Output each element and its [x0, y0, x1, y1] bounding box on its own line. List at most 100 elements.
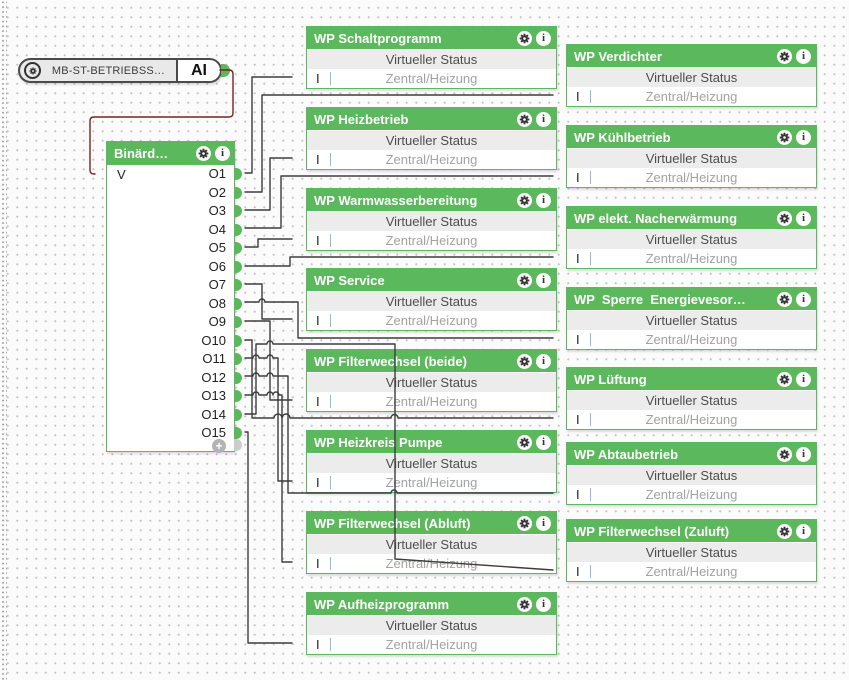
block-header[interactable]: WP Schaltprogramm i [307, 27, 556, 50]
function-block[interactable]: WP Filterwechsel (beide) i Virtueller St… [306, 349, 557, 412]
category-label: Zentral/Heizung [385, 637, 478, 652]
block-header[interactable]: WP Sperre Energievesor… i [567, 288, 816, 311]
info-icon[interactable]: i [536, 515, 551, 531]
output-pin[interactable] [234, 279, 242, 291]
gear-icon[interactable] [517, 353, 532, 369]
output-port-label: O2 [208, 184, 226, 200]
gear-icon[interactable] [777, 446, 792, 462]
function-block[interactable]: WP Verdichter i Virtueller Status I Zent… [566, 44, 817, 107]
gear-icon[interactable] [777, 210, 792, 226]
output-pin[interactable] [234, 186, 242, 199]
output-pin[interactable] [221, 64, 230, 77]
gear-icon[interactable] [517, 111, 532, 127]
gear-icon[interactable] [517, 515, 532, 531]
wire-o5[interactable] [244, 238, 293, 248]
wire-o11[interactable] [244, 354, 293, 482]
function-block[interactable]: WP Filterwechsel (Zuluft) i Virtueller S… [566, 519, 817, 582]
gear-icon[interactable] [24, 62, 41, 79]
function-block[interactable]: WP Heizbetrieb i Virtueller Status I Zen… [306, 107, 557, 170]
gear-icon[interactable] [517, 596, 532, 612]
wire-o9[interactable] [244, 320, 293, 401]
wire-o3[interactable] [244, 157, 293, 211]
block-header[interactable]: WP Warmwasserbereitung i [307, 189, 556, 212]
unassigned-output-pin[interactable] [234, 439, 242, 451]
function-block[interactable]: WP Aufheizprogramm i Virtueller Status I… [306, 592, 557, 655]
output-pin[interactable] [234, 316, 242, 328]
gear-icon[interactable] [196, 146, 211, 161]
output-port-label: O10 [201, 332, 226, 348]
output-pin[interactable] [234, 168, 242, 180]
output-pin[interactable] [234, 408, 242, 421]
output-pin[interactable] [234, 205, 242, 217]
block-header[interactable]: WP Verdichter i [567, 45, 816, 68]
block-header[interactable]: WP Heizkreis Pumpe i [307, 431, 556, 454]
info-icon[interactable]: i [796, 291, 811, 307]
block-header[interactable]: WP elekt. Nacherwärmung i [567, 207, 816, 230]
gear-icon[interactable] [777, 523, 792, 539]
output-pin[interactable] [234, 334, 242, 347]
function-block[interactable]: WP elekt. Nacherwärmung i Virtueller Sta… [566, 206, 817, 269]
info-icon[interactable]: i [536, 272, 551, 288]
gear-icon[interactable] [517, 192, 532, 208]
output-pin[interactable] [234, 390, 242, 402]
info-icon[interactable]: i [796, 210, 811, 226]
info-icon[interactable]: i [796, 48, 811, 64]
output-pin[interactable] [234, 371, 242, 384]
function-block[interactable]: WP Heizkreis Pumpe i Virtueller Status I… [306, 430, 557, 493]
output-pin[interactable] [234, 242, 242, 254]
wire-o6[interactable] [244, 256, 554, 267]
wire-o7[interactable] [244, 283, 293, 320]
block-header[interactable]: WP Heizbetrieb i [307, 108, 556, 131]
source-node[interactable]: MB-ST-BETRIEBSS… AI [18, 58, 230, 83]
block-header[interactable]: WP Abtaubetrieb i [567, 443, 816, 466]
function-block[interactable]: WP Service i Virtueller Status I Zentral… [306, 268, 557, 331]
gear-icon[interactable] [777, 291, 792, 307]
block-header[interactable]: WP Aufheizprogramm i [307, 593, 556, 616]
wire-o15[interactable] [244, 431, 293, 644]
output-pin[interactable] [234, 297, 242, 310]
canvas-edge-grid [1, 0, 7, 680]
wire-o1[interactable] [244, 76, 293, 174]
block-header[interactable]: WP Filterwechsel (beide) i [307, 350, 556, 373]
block-header[interactable]: WP Filterwechsel (Zuluft) i [567, 520, 816, 543]
info-icon[interactable]: i [536, 596, 551, 612]
block-header[interactable]: WP Lüftung i [567, 368, 816, 391]
info-icon[interactable]: i [536, 111, 551, 127]
wire-o13[interactable] [244, 391, 293, 563]
output-pin[interactable] [234, 353, 242, 365]
function-block[interactable]: WP Filterwechsel (Abluft) i Virtueller S… [306, 511, 557, 574]
category-label: Zentral/Heizung [645, 251, 738, 266]
gear-icon[interactable] [517, 272, 532, 288]
block-header[interactable]: WP Filterwechsel (Abluft) i [307, 512, 556, 535]
gear-icon[interactable] [777, 371, 792, 387]
function-block[interactable]: WP Kühlbetrieb i Virtueller Status I Zen… [566, 125, 817, 188]
gear-icon[interactable] [777, 129, 792, 145]
info-icon[interactable]: i [536, 434, 551, 450]
block-header[interactable]: WP Kühlbetrieb i [567, 126, 816, 149]
gear-icon[interactable] [517, 30, 532, 46]
info-icon[interactable]: i [536, 30, 551, 46]
info-icon[interactable]: i [796, 129, 811, 145]
function-block[interactable]: WP Lüftung i Virtueller Status I Zentral… [566, 367, 817, 430]
function-block[interactable]: WP Schaltprogramm i Virtueller Status I … [306, 26, 557, 89]
info-icon[interactable]: i [796, 446, 811, 462]
info-icon[interactable]: i [215, 146, 230, 161]
function-block[interactable]: WP Abtaubetrieb i Virtueller Status I Ze… [566, 442, 817, 505]
block-header[interactable]: WP Service i [307, 269, 556, 292]
info-icon[interactable]: i [536, 353, 551, 369]
info-icon[interactable]: i [536, 192, 551, 208]
gear-icon[interactable] [777, 48, 792, 64]
info-icon[interactable]: i [796, 523, 811, 539]
info-icon[interactable]: i [796, 371, 811, 387]
gear-icon[interactable] [517, 434, 532, 450]
add-output-button[interactable]: + [212, 439, 226, 453]
category-label: Zentral/Heizung [385, 475, 478, 490]
decoder-header[interactable]: Binärd… i [107, 142, 234, 166]
output-pin[interactable] [234, 223, 242, 236]
function-block[interactable]: WP Sperre Energievesor… i Virtueller Sta… [566, 287, 817, 350]
output-pin[interactable] [234, 260, 242, 273]
function-block[interactable]: WP Warmwasserbereitung i Virtueller Stat… [306, 188, 557, 251]
output-pin[interactable] [234, 427, 242, 439]
